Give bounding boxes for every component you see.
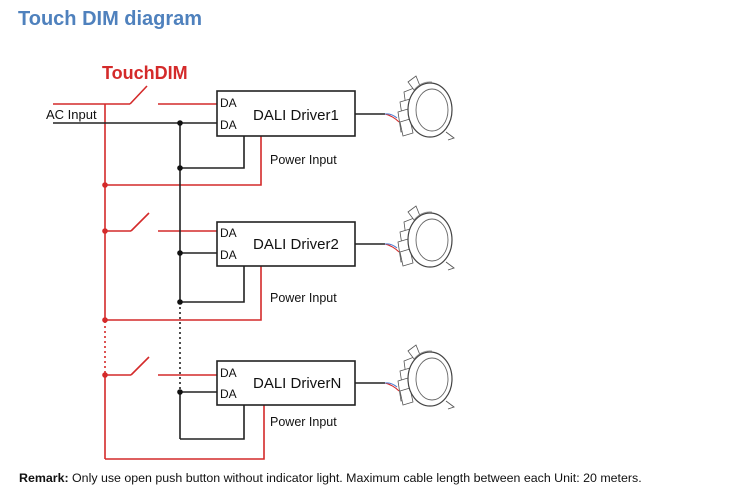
power-input-label: Power Input (270, 153, 337, 167)
driver-name: DALI DriverN (253, 375, 341, 392)
remark-label: Remark: (19, 471, 69, 485)
da-terminal-bottom: DA (220, 248, 237, 262)
remark-note: Remark: Only use open push button withou… (19, 471, 642, 485)
power-input-label: Power Input (270, 291, 337, 305)
black-junction-dots (177, 120, 183, 395)
downlight-icon (397, 75, 455, 141)
da-terminal-top: DA (220, 366, 237, 380)
driver-name: DALI Driver1 (253, 107, 339, 124)
diagram-title: Touch DIM diagram (18, 8, 203, 30)
dali-driver-2: DA DA DALI Driver2 Power Input (216, 205, 455, 305)
driver-name: DALI Driver2 (253, 236, 339, 253)
da-terminal-top: DA (220, 96, 237, 110)
dali-driver-1: DA DA DALI Driver1 Power Input (216, 75, 455, 167)
downlight-icon (397, 205, 455, 271)
red-dim-wiring (53, 85, 265, 460)
da-terminal-bottom: DA (220, 387, 237, 401)
remark-text: Only use open push button without indica… (68, 471, 642, 485)
ac-input-label: AC Input (46, 107, 97, 122)
power-input-label: Power Input (270, 415, 337, 429)
touchdim-label: TouchDIM (102, 63, 188, 83)
black-da-wiring (53, 122, 245, 440)
dali-driver-n: DA DA DALI DriverN Power Input (216, 344, 455, 429)
downlight-icon (397, 344, 455, 410)
da-terminal-top: DA (220, 226, 237, 240)
da-terminal-bottom: DA (220, 118, 237, 132)
red-junction-dots (102, 182, 108, 378)
